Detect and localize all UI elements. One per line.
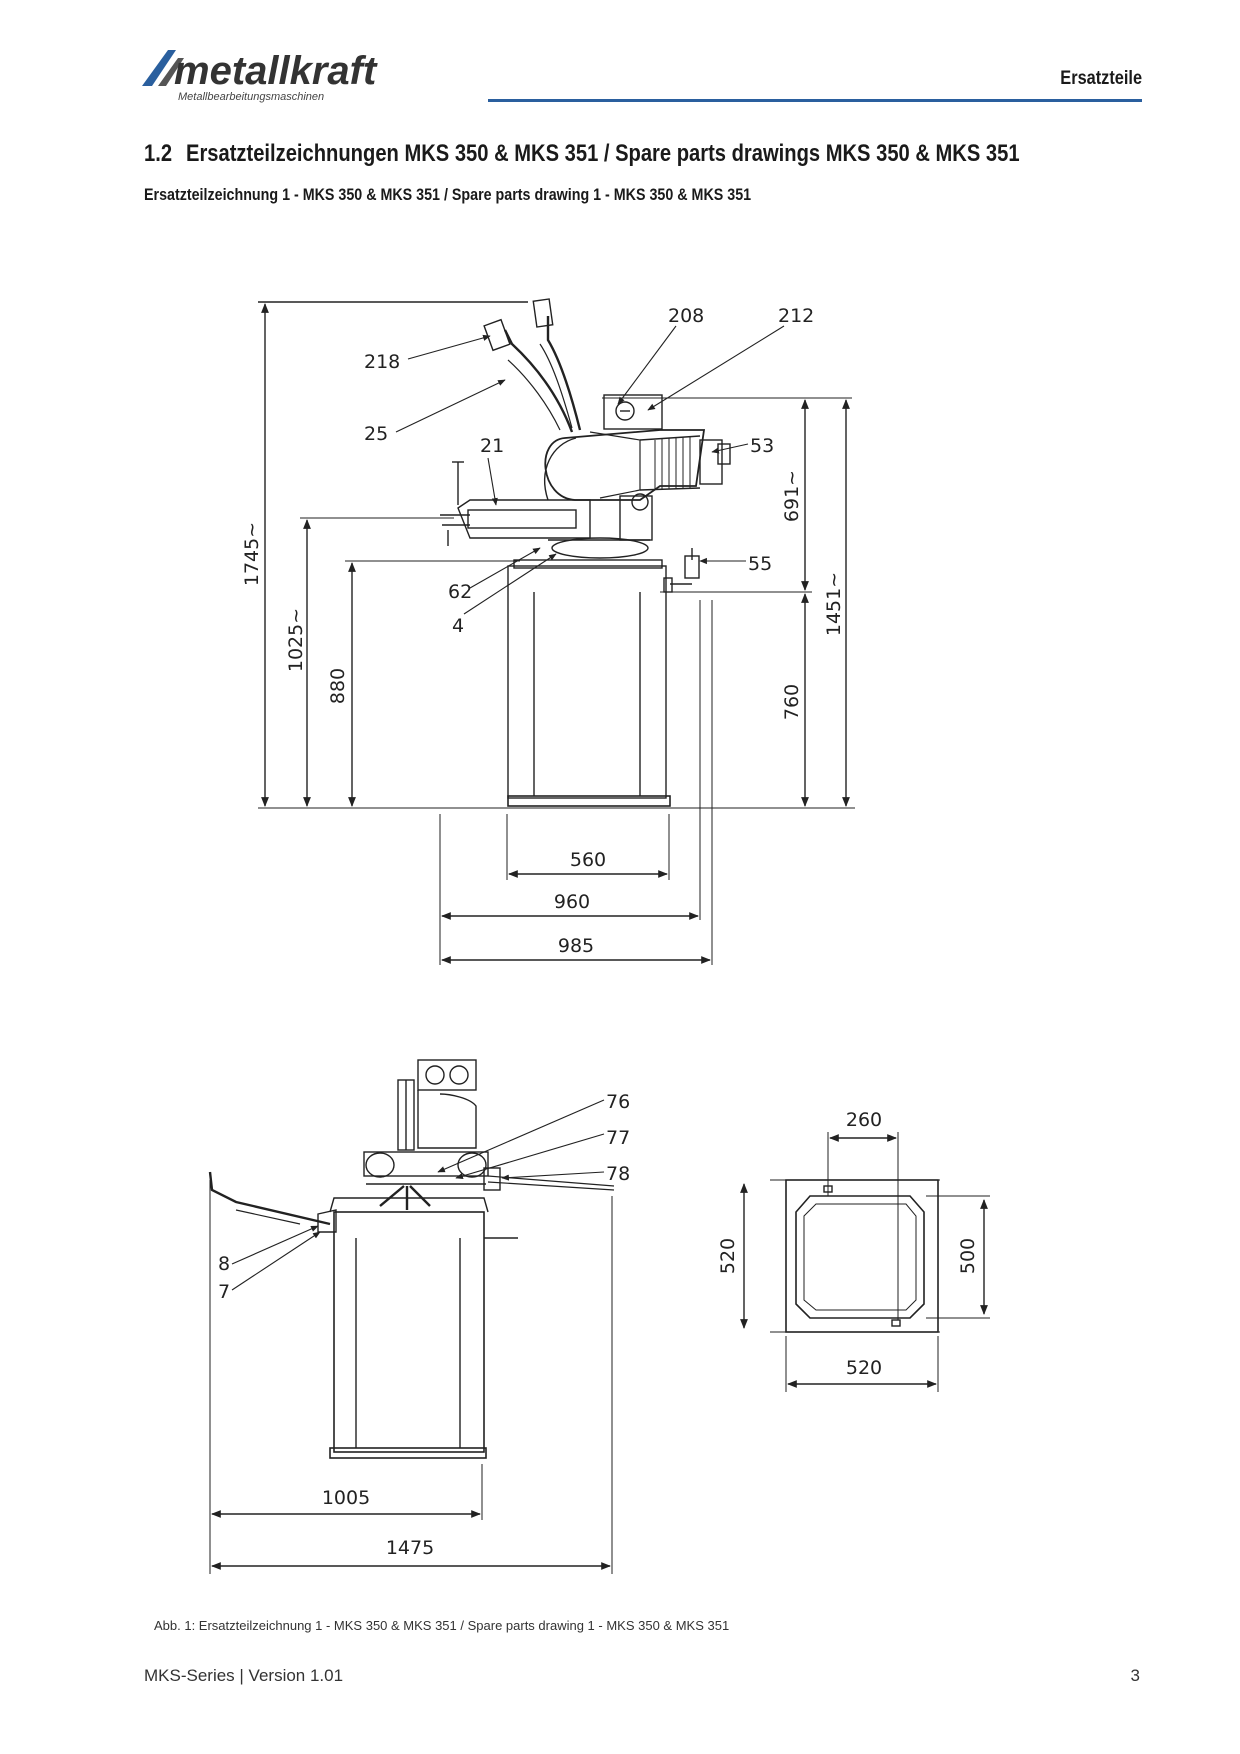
dim-520-horizontal: 520 <box>846 1357 882 1379</box>
logo-graphic: metallkraft Metallbearbeitungsmaschinen <box>142 49 378 103</box>
part-label-208: 208 <box>668 305 704 327</box>
page-number: 3 <box>1130 1666 1140 1685</box>
part-label-4: 4 <box>452 615 464 637</box>
drawing-subheading: Ersatzteilzeichnung 1 - MKS 350 & MKS 35… <box>144 185 752 204</box>
dim-260: 260 <box>846 1109 882 1131</box>
dim-760: 760 <box>781 684 803 720</box>
dim-960: 960 <box>554 891 590 913</box>
part-label-62: 62 <box>448 581 472 603</box>
logo-wordmark: metallkraft <box>174 49 378 93</box>
logo-slash-shadow <box>158 58 184 86</box>
dim-1745: 1745~ <box>241 522 263 586</box>
dim-500: 500 <box>957 1238 979 1274</box>
figure-caption: Abb. 1: Ersatzteilzeichnung 1 - MKS 350 … <box>154 1618 730 1633</box>
dim-880: 880 <box>327 668 349 704</box>
brand-logo: metallkraft Metallbearbeitungsmaschinen <box>138 44 478 108</box>
dim-1475: 1475 <box>386 1537 434 1559</box>
part-label-78: 78 <box>606 1163 630 1185</box>
part-label-21: 21 <box>480 435 504 457</box>
base-view <box>740 1132 990 1392</box>
dim-691: 691~ <box>781 470 803 522</box>
front-view <box>208 1059 615 1574</box>
part-label-212: 212 <box>778 305 814 327</box>
part-label-76: 76 <box>606 1091 630 1113</box>
footer-series: MKS-Series | Version 1.01 <box>144 1666 344 1685</box>
side-view <box>258 298 855 965</box>
part-label-8: 8 <box>218 1253 230 1275</box>
part-label-25: 25 <box>364 423 388 445</box>
part-label-55: 55 <box>748 553 772 575</box>
section-number: 1.2 <box>144 140 173 167</box>
dim-520-vertical: 520 <box>717 1238 739 1274</box>
section-title: Ersatzteilzeichnungen MKS 350 & MKS 351 … <box>186 140 1020 167</box>
dim-560: 560 <box>570 849 606 871</box>
logo-slash <box>142 50 176 86</box>
part-label-7: 7 <box>218 1281 230 1303</box>
part-label-77: 77 <box>606 1127 630 1149</box>
dim-1451: 1451~ <box>823 572 845 636</box>
part-label-53: 53 <box>750 435 774 457</box>
dim-985: 985 <box>558 935 594 957</box>
header-rule <box>488 99 1142 102</box>
part-label-218: 218 <box>364 351 400 373</box>
logo-subtitle: Metallbearbeitungsmaschinen <box>178 91 324 103</box>
section-heading: 1.2 Ersatzteilzeichnungen MKS 350 & MKS 3… <box>144 140 1020 168</box>
dim-1025: 1025~ <box>285 608 307 672</box>
section-label: Ersatzteile <box>1060 68 1142 89</box>
dim-1005: 1005 <box>322 1487 370 1509</box>
